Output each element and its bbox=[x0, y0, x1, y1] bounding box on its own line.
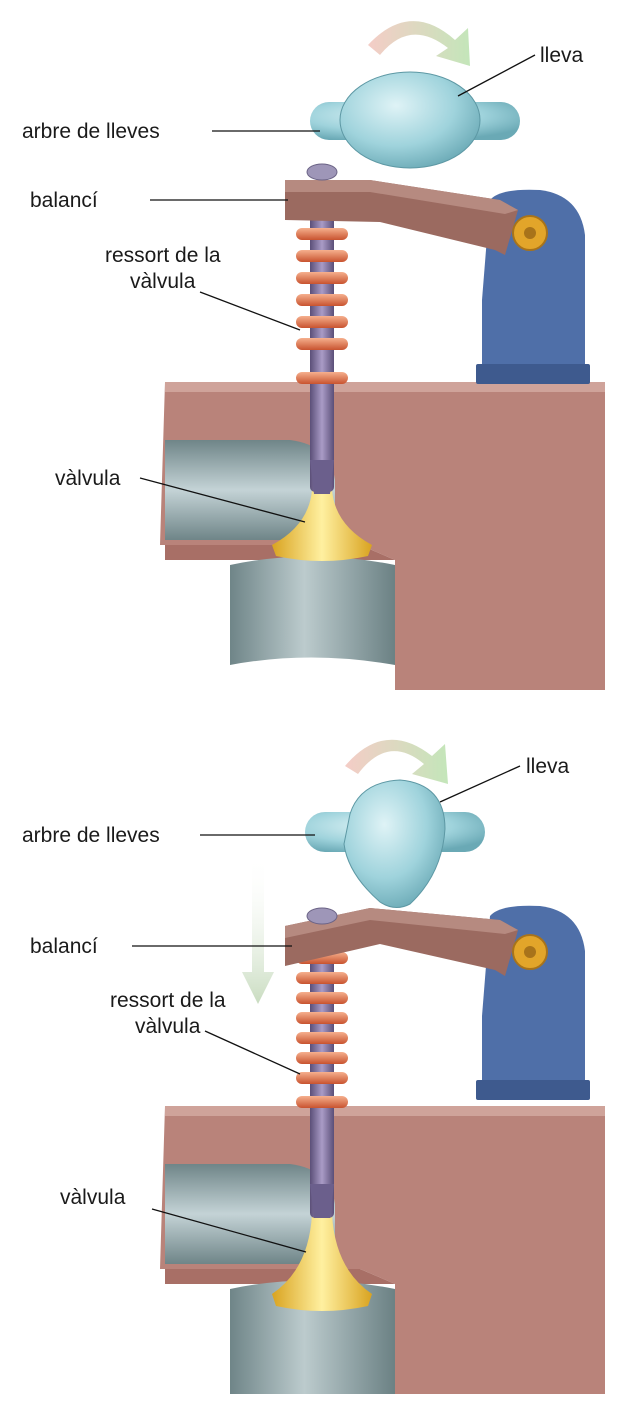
valve-mechanism-illustration: lleva arbre de lleves balancí ressort de… bbox=[22, 21, 605, 690]
cam-lobe bbox=[339, 71, 481, 169]
diagram-valve-open: lleva arbre de lleves balancí ressort de… bbox=[0, 704, 623, 1404]
downward-motion-arrow bbox=[242, 854, 274, 1004]
label-valve: vàlvula bbox=[60, 1186, 126, 1209]
label-spring-line2: vàlvula bbox=[130, 270, 196, 293]
cylinder-bore bbox=[230, 556, 395, 665]
valve-head bbox=[272, 1214, 372, 1311]
valve-mechanism-illustration: lleva arbre de lleves balancí ressort de… bbox=[22, 739, 605, 1394]
valve-head bbox=[272, 490, 372, 561]
diagram-valve-closed: lleva arbre de lleves balancí ressort de… bbox=[0, 0, 623, 700]
label-spring-line1: ressort de la bbox=[110, 989, 226, 1012]
label-spring-line1: ressort de la bbox=[105, 244, 221, 267]
label-rocker: balancí bbox=[30, 935, 98, 958]
adjuster-screw bbox=[306, 907, 338, 925]
label-cam: lleva bbox=[526, 755, 570, 778]
valve-spring bbox=[296, 952, 348, 1108]
label-camshaft: arbre de lleves bbox=[22, 120, 160, 143]
cam-lobe bbox=[343, 779, 446, 908]
rotation-arrow bbox=[345, 739, 448, 784]
label-valve: vàlvula bbox=[55, 467, 121, 490]
cylinder-bore bbox=[230, 1280, 395, 1394]
valve-spring bbox=[296, 228, 348, 384]
label-camshaft: arbre de lleves bbox=[22, 824, 160, 847]
rotation-arrow bbox=[368, 21, 470, 66]
intake-port bbox=[165, 1164, 335, 1264]
intake-port bbox=[165, 440, 335, 540]
label-spring-line2: vàlvula bbox=[135, 1015, 201, 1038]
label-cam: lleva bbox=[540, 44, 584, 67]
adjuster-screw bbox=[306, 163, 338, 181]
label-rocker: balancí bbox=[30, 189, 98, 212]
